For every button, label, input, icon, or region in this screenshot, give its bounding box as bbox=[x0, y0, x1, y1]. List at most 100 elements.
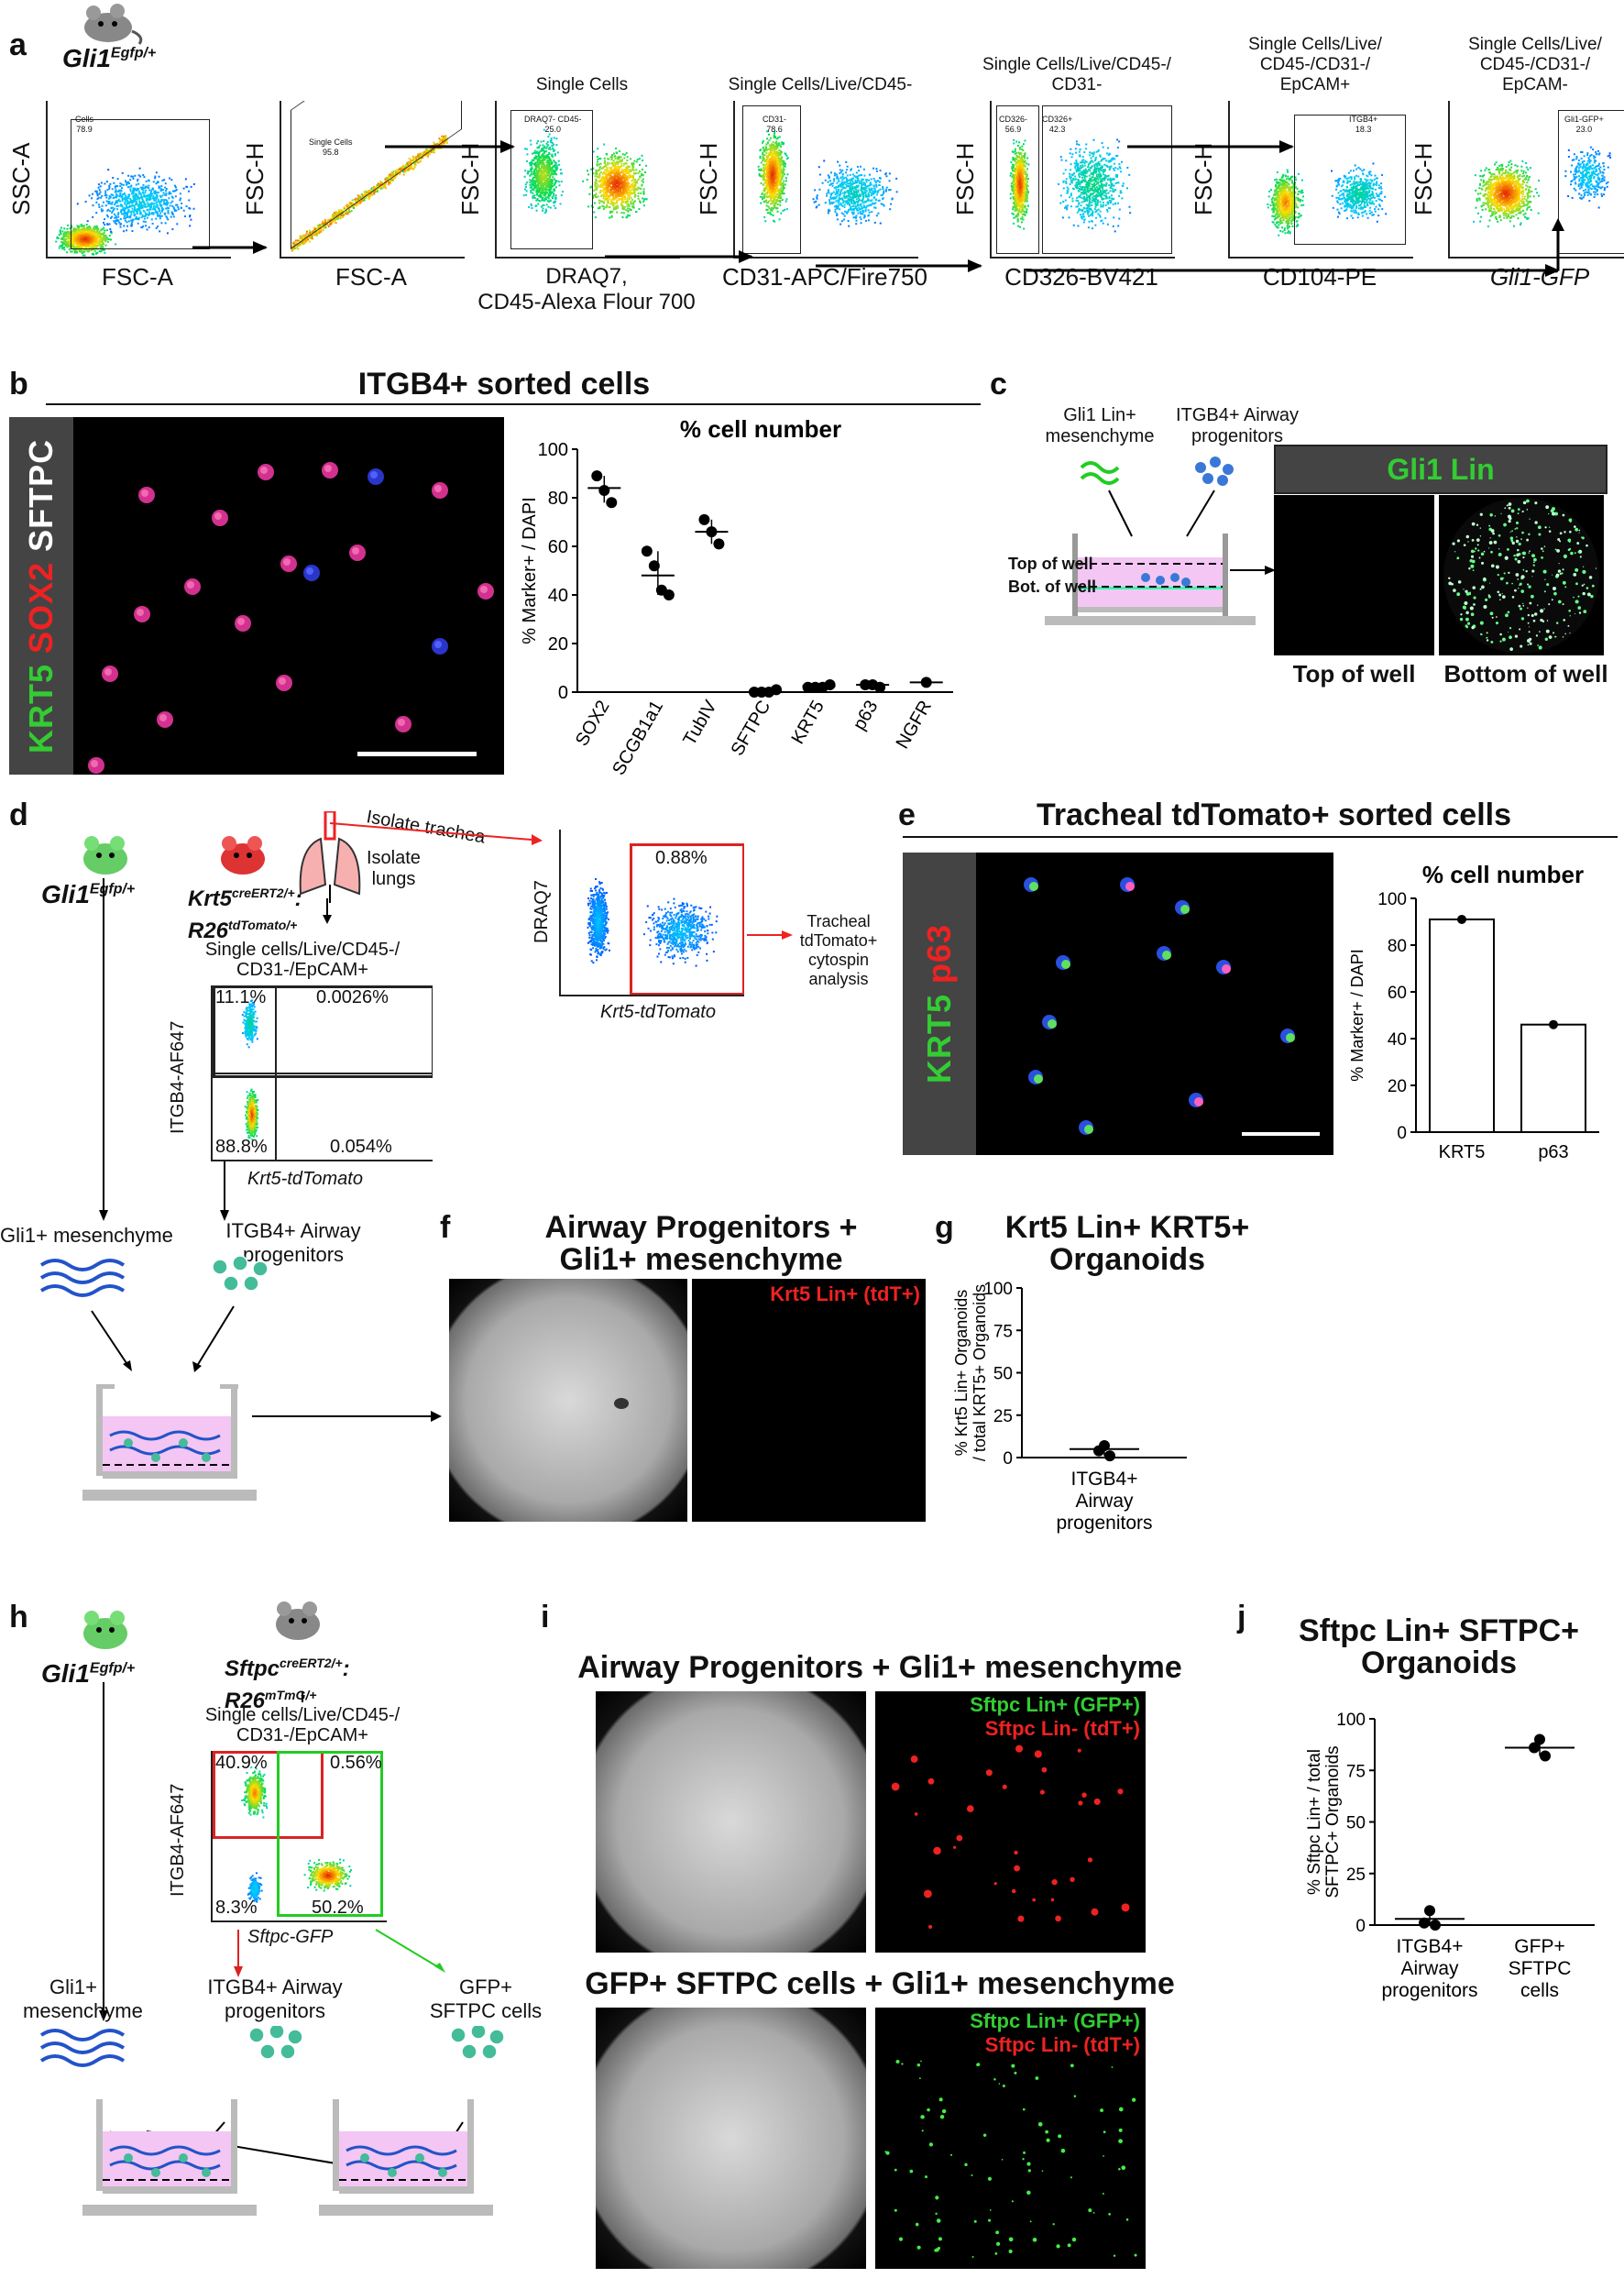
gate-label: Cells 78.9 bbox=[75, 115, 94, 134]
panel-i-title-1: Airway Progenitors + Gli1+ mesenchyme bbox=[577, 1650, 1182, 1685]
flow-plot-xlabel: Gli1-GFP bbox=[1489, 263, 1590, 291]
data-point bbox=[920, 677, 932, 688]
panel-i-brightfield-1 bbox=[596, 1691, 866, 1953]
flow-plot-xlabel: FSC-A bbox=[335, 263, 407, 291]
gate-label: DRAQ7- CD45- 25.0 bbox=[524, 115, 582, 134]
tick-label: Airway bbox=[1075, 1491, 1134, 1512]
micrograph-i1-dots bbox=[891, 1744, 1130, 1930]
tick-label: SFTPC bbox=[1509, 1958, 1572, 1979]
panel-c-caption-right: Bottom of well bbox=[1443, 660, 1608, 688]
data-point bbox=[1549, 1019, 1558, 1029]
flow-plot-area: CD31- 78.6 bbox=[733, 101, 918, 259]
tick-label: TubIV bbox=[679, 697, 721, 749]
panel-g-chart: % Krt5 Lin+ Organoids/ total KRT5+ Organ… bbox=[935, 1279, 1237, 1563]
gate-outline bbox=[1294, 115, 1406, 245]
micrograph-i2-dots bbox=[884, 2059, 1137, 2258]
chart-e-svg: % cell number% Marker+ / DAPI02040608010… bbox=[1348, 861, 1599, 1162]
data-point bbox=[1529, 1742, 1540, 1754]
tick-label: NGFR bbox=[893, 698, 936, 753]
data-point bbox=[1419, 1917, 1430, 1929]
trachea-gate-box bbox=[630, 843, 744, 995]
data-point bbox=[706, 526, 718, 538]
panel-d-gate-title: Single cells/Live/CD45-/ CD31-/EpCAM+ bbox=[204, 940, 401, 980]
trachea-note: Tracheal tdTomato+ cytospin analysis bbox=[799, 912, 878, 988]
panel-e-title: Tracheal tdTomato+ sorted cells bbox=[1036, 798, 1512, 832]
gate-box bbox=[213, 985, 433, 1078]
flow-d-xlabel: Krt5-tdTomato bbox=[247, 1169, 363, 1189]
gate-box-green bbox=[277, 1751, 383, 1917]
data-point bbox=[771, 684, 782, 696]
mouse-red-icon bbox=[221, 836, 265, 875]
tick-label: GFP+ bbox=[1514, 1936, 1564, 1957]
gate-label: CD31- 78.6 bbox=[763, 115, 787, 134]
tick-label: SFTPC bbox=[727, 698, 774, 760]
tick-label: ITGB4+ bbox=[1071, 1469, 1138, 1490]
panel-b-title: ITGB4+ sorted cells bbox=[357, 367, 651, 402]
flow-plot-title: Single Cells bbox=[535, 75, 629, 94]
panel-j-title-2: Organoids bbox=[1360, 1645, 1518, 1680]
lin-pos-label: Sftpc Lin+ (GFP+) bbox=[970, 2009, 1140, 2032]
data-point bbox=[1430, 1920, 1441, 1931]
quad-tl: 11.1% bbox=[215, 987, 267, 1007]
panel-i-letter: i bbox=[541, 1600, 550, 1634]
flow-plot-xlabel: CD326-BV421 bbox=[1004, 263, 1158, 291]
flow-h-dots bbox=[241, 1766, 353, 1903]
tick-label: KRT5 bbox=[1439, 1142, 1486, 1162]
trachea-xlabel: Krt5-tdTomato bbox=[600, 1002, 716, 1022]
panel-f-brightfield bbox=[449, 1279, 687, 1522]
data-point bbox=[641, 545, 653, 557]
quad-br: 0.054% bbox=[330, 1137, 392, 1157]
flow-plot-6: Single Cells/Live/ CD45-/CD31-/ EpCAM+ IT… bbox=[1190, 0, 1430, 367]
panel-d-mesenchyme: Gli1+ mesenchyme bbox=[0, 1224, 173, 1247]
panel-c-well-diagram bbox=[1045, 457, 1276, 625]
data-point bbox=[1424, 1905, 1435, 1917]
panel-f-letter: f bbox=[440, 1210, 451, 1245]
lin-neg-label: Sftpc Lin- (tdT+) bbox=[984, 2033, 1140, 2056]
flow-trachea-dots bbox=[587, 878, 719, 967]
panel-h-gate-title: Single cells/Live/CD45-/ CD31-/EpCAM+ bbox=[204, 1705, 401, 1745]
data-point bbox=[698, 513, 710, 525]
gate-label: Gli1-GFP+ 23.0 bbox=[1564, 115, 1604, 134]
quad-tr: 0.0026% bbox=[316, 987, 389, 1007]
bar bbox=[1429, 918, 1495, 1133]
panel-d-trachea-plot: 0.88% DRAQ7 Krt5-tdTomato bbox=[532, 830, 752, 1040]
gate-outline bbox=[510, 110, 593, 249]
top-of-well-label: Top of well bbox=[1008, 555, 1093, 573]
trachea-gate-value: 0.88% bbox=[655, 848, 708, 868]
panel-c-label-right: ITGB4+ Airway progenitors bbox=[1176, 405, 1299, 446]
panel-j-title-1: Sftpc Lin+ SFTPC+ bbox=[1298, 1613, 1580, 1648]
flow-plot-title: Single Cells/Live/ CD45-/CD31-/ EpCAM+ bbox=[1248, 35, 1382, 94]
micrograph-e-cells bbox=[1024, 877, 1295, 1135]
flow-plot-7: Single Cells/Live/ CD45-/CD31-/ EpCAM-Gl… bbox=[1410, 0, 1624, 367]
flow-plot-area: Gli1-GFP+ 23.0 bbox=[1448, 101, 1624, 259]
panel-e-stain-label: KRT5 p63 bbox=[903, 853, 976, 1155]
panel-h-mouse2: SftpccreERT2/+: R26mTmG/+ bbox=[225, 1656, 350, 1713]
scale-bar bbox=[357, 752, 477, 756]
gate-outline-2 bbox=[1042, 105, 1172, 254]
flow-plot-dots bbox=[522, 128, 648, 219]
panel-f-title-2: Gli1+ mesenchyme bbox=[559, 1242, 843, 1277]
flow-plot-area: Single Cells 95.8 bbox=[280, 101, 465, 259]
gate-label: ITGB4+ 18.3 bbox=[1349, 115, 1378, 134]
panel-e-letter: e bbox=[898, 798, 916, 832]
flow-d-ylabel: ITGB4-AF647 bbox=[168, 1020, 188, 1134]
panel-g-letter: g bbox=[935, 1210, 954, 1245]
tick-label: progenitors bbox=[1056, 1513, 1152, 1534]
flow-plot-5: Single Cells/Live/CD45-/ CD31-CD326+ 42.… bbox=[951, 0, 1191, 367]
mouse-gray-icon bbox=[276, 1601, 320, 1640]
tick-label: p63 bbox=[850, 698, 883, 734]
flow-plot-dots bbox=[757, 130, 898, 227]
flow-plot-area: ITGB4+ 18.3 bbox=[1228, 101, 1413, 259]
gate-label-2: CD326- 56.9 bbox=[999, 115, 1028, 134]
quad-br: 50.2% bbox=[312, 1898, 364, 1918]
y-axis-label: % Marker+ / DAPI bbox=[1348, 949, 1366, 1082]
panel-d-letter: d bbox=[9, 798, 28, 832]
tick-label: KRT5 bbox=[787, 698, 828, 748]
data-point bbox=[824, 679, 836, 691]
panel-a-letter: a bbox=[9, 28, 27, 62]
y-axis-label-2: SFTPC+ Organoids bbox=[1323, 1745, 1343, 1898]
organoid-dot bbox=[614, 1398, 629, 1409]
